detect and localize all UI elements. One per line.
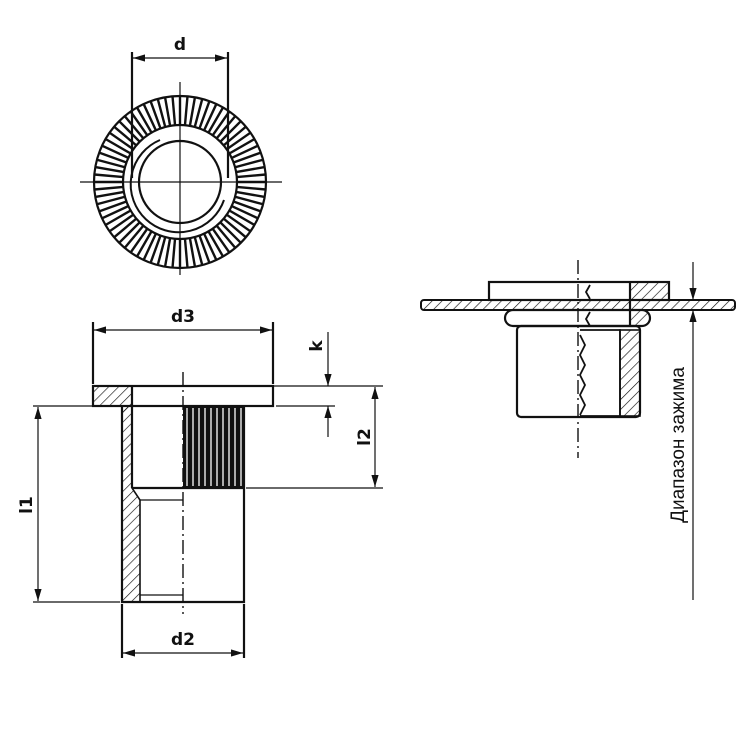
section-view: d3 k l2 l1 d2 <box>17 307 383 658</box>
knurl-tooth <box>94 185 124 191</box>
label-l2: l2 <box>355 428 375 446</box>
knurl-tooth <box>231 144 259 159</box>
knurl-tooth <box>236 173 266 179</box>
knurl-tooth <box>108 131 134 151</box>
label-d3: d3 <box>171 307 195 327</box>
knurl-tooth <box>193 236 204 266</box>
knurl-tooth <box>156 236 167 266</box>
knurl-tooth <box>98 151 127 164</box>
knurl-tooth <box>233 200 262 213</box>
knurl-tooth <box>226 131 252 151</box>
knurl-tooth <box>203 103 218 131</box>
knurl-tooth <box>219 120 242 143</box>
knurl-tooth <box>188 237 197 267</box>
knurl-tooth <box>96 195 126 206</box>
knurl-tooth <box>183 96 189 126</box>
knurl-tooth <box>207 230 225 258</box>
thread-arc <box>129 139 225 234</box>
knurl-tooth <box>235 190 265 199</box>
knurl-tooth <box>149 100 162 129</box>
knurl-tooth <box>135 230 153 258</box>
knurl-tooth <box>123 224 145 249</box>
knurl-tooth <box>198 100 211 129</box>
knurl-tooth <box>108 213 134 233</box>
knurl-tooth <box>149 235 162 264</box>
knurl-tooth <box>233 151 262 164</box>
knurl-tooth <box>129 110 149 136</box>
knurl-tooth <box>129 228 149 254</box>
knurl-tooth <box>135 106 153 134</box>
label-k: k <box>307 340 327 352</box>
knurl-tooth <box>171 238 177 268</box>
knurl-tooth <box>228 209 256 227</box>
knurl-tooth <box>193 98 204 128</box>
clamping-range-label: Диапазон зажима <box>668 367 689 523</box>
knurl-tooth <box>95 190 125 199</box>
knurl-tooth <box>95 165 125 174</box>
knurl-tooth <box>142 233 157 261</box>
knurl-tooth <box>163 237 172 267</box>
knurl-tooth <box>215 224 237 249</box>
knurl-tooth <box>104 209 132 227</box>
knurl-tooth <box>211 110 231 136</box>
knurl-tooth <box>203 233 218 261</box>
knurl-tooth <box>215 115 237 140</box>
knurl-tooth <box>118 221 141 244</box>
label-l1: l1 <box>17 496 37 514</box>
knurl-tooth <box>219 221 242 244</box>
knurl-tooth <box>235 165 265 174</box>
top-view: d <box>80 35 282 275</box>
knurl-tooth <box>188 97 197 127</box>
knurl-tooth <box>211 228 231 254</box>
knurl-tooth <box>226 213 252 233</box>
knurl-tooth <box>101 205 129 220</box>
knurl-tooth <box>222 217 247 239</box>
knurl-tooth <box>123 115 145 140</box>
label-d: d <box>174 35 186 55</box>
knurl-tooth <box>96 158 126 169</box>
label-d2: d2 <box>171 630 195 650</box>
knurl-tooth <box>183 238 189 268</box>
knurl-tooth <box>234 158 264 169</box>
knurl-tooth <box>104 137 132 155</box>
knurl-tooth <box>94 173 124 179</box>
knurl-tooth <box>231 205 259 220</box>
thread-break <box>578 329 621 417</box>
installed-view: Диапазон зажима <box>420 260 736 600</box>
knurl-tooth <box>118 120 141 143</box>
knurled-shank <box>183 406 243 488</box>
knurl-tooth <box>156 98 167 128</box>
knurl-tooth <box>234 195 264 206</box>
knurl-tooth <box>207 106 225 134</box>
knurl-tooth <box>98 200 127 213</box>
knurl-tooth <box>171 96 177 126</box>
knurl-tooth <box>236 185 266 191</box>
knurl-tooth <box>198 235 211 264</box>
knurl-tooth <box>113 217 138 239</box>
knurl-tooth <box>228 137 256 155</box>
knurl-tooth <box>163 97 172 127</box>
knurl-tooth <box>101 144 129 159</box>
knurl-tooth <box>142 103 157 131</box>
